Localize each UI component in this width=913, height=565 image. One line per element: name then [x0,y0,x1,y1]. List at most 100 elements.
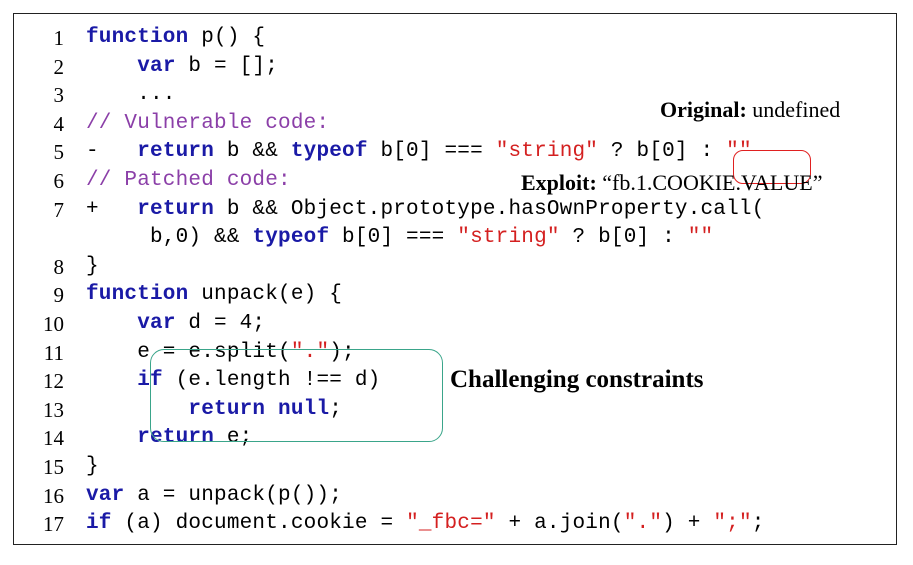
line-number: 9 [53,283,65,308]
code-token: } [86,455,99,478]
line-number: 17 [43,512,64,537]
string-token: ";" [713,512,752,536]
code-text: function p() { [86,26,265,49]
code-text: var a = unpack(p()); [86,484,342,507]
code-token: a = unpack(p()); [124,483,343,507]
string-token: "." [290,340,330,364]
code-token: (e.length !== d) [162,369,381,393]
code-token: unpack(e) { [188,283,343,307]
line-number: 12 [43,369,64,394]
line-number: 14 [43,426,64,451]
code-token: ? b[0] : [559,226,688,250]
exploit-highlight-box [733,150,811,184]
code-token: d = 4; [175,312,266,335]
code-text: var d = 4; [86,312,265,335]
exploit-label: Exploit: [521,170,597,195]
keyword-token: return [137,140,215,164]
code-token: ? b[0] : [598,140,727,164]
code-token [86,312,137,335]
code-line: 17 if (a) document.cookie = "_fbc=" + a.j… [14,510,898,538]
original-label: Original: [660,97,747,122]
code-text: // Vulnerable code: [86,112,329,135]
keyword-token: typeof [252,226,330,250]
keyword-token: return [188,397,266,421]
exploit-annotation: Exploit: “fb.1.COOKIE.VALUE” [521,170,822,196]
line-number: 8 [53,254,65,279]
code-line: b,0) && typeof b[0] === "string" ? b[0] … [14,224,898,252]
code-token: - [86,140,138,164]
keyword-token: null [278,397,330,421]
string-token: "" [687,226,714,250]
original-value: undefined [746,97,841,122]
code-line: 11 e = e.split("."); [14,339,898,367]
code-token: b = []; [175,54,279,78]
code-text: } [86,455,99,478]
code-line: 13 return null; [14,396,898,424]
line-number: 16 [43,483,64,508]
code-token: ) + [662,512,714,536]
code-line: 14 return e; [14,424,898,452]
line-number: 15 [43,455,64,479]
code-token: e = e.split( [86,340,291,364]
code-line: 4 // Vulnerable code: [14,110,898,138]
string-token: "_fbc=" [406,512,496,536]
code-text: // Patched code: [86,169,291,192]
code-token: + a.join( [495,512,624,536]
code-token: b && [214,140,291,164]
keyword-token: var [86,483,125,507]
line-number: 6 [53,169,65,193]
code-text: return null; [86,398,342,421]
code-line: 10 var d = 4; [14,310,898,338]
keyword-token: var [137,312,176,335]
original-annotation: Original: undefined [660,97,840,123]
line-number: 5 [53,140,65,165]
code-line: 2 var b = []; [14,53,898,81]
code-text: - return b && typeof b[0] === "string" ?… [86,140,752,163]
code-line: 6 // Patched code: [14,167,898,195]
constraints-highlight-box [150,349,443,442]
code-text: + return b && Object.prototype.hasOwnPro… [86,198,765,221]
constraints-annotation: Challenging constraints [450,366,704,393]
code-text: if (a) document.cookie = "_fbc=" + a.joi… [86,512,765,535]
code-text: } [86,255,99,278]
code-token [86,369,137,392]
code-token: + [86,197,138,221]
keyword-token: if [137,369,163,393]
comment-token: // Vulnerable code: [86,111,330,135]
code-token: } [86,254,99,278]
code-text: function unpack(e) { [86,283,342,306]
keyword-token: return [137,197,215,221]
code-text: b,0) && typeof b[0] === "string" ? b[0] … [86,226,713,249]
code-line: 12 if (e.length !== d) [14,367,898,395]
code-line: 8} [14,253,898,281]
keyword-token: typeof [290,140,368,164]
code-token: ; [329,397,343,421]
code-token: b[0] === [367,140,496,164]
keyword-token: var [137,54,176,78]
code-text: e = e.split("."); [86,341,355,364]
line-number: 3 [53,83,65,108]
code-line: 3 ... [14,81,898,109]
line-number: 4 [53,111,65,136]
code-line: 15} [14,453,898,481]
keyword-token: function [86,26,189,49]
exploit-value: “fb.1.COOKIE.VALUE” [596,170,823,195]
code-text: ... [86,83,176,106]
code-token: b[0] === [329,226,458,250]
keyword-token: if [86,512,112,536]
line-number: 13 [43,397,64,422]
code-text: if (e.length !== d) [86,369,380,392]
code-token: e; [214,426,253,450]
code-line: 7 + return b && Object.prototype.hasOwnPr… [14,196,898,224]
string-token: "string" [495,140,599,164]
keyword-token: function [86,283,189,307]
code-token: b && Object.prototype.hasOwnProperty.cal… [214,197,765,221]
string-token: "string" [457,226,560,250]
code-token [86,55,137,78]
code-line: 5 - return b && typeof b[0] === "string" … [14,138,898,166]
line-number: 2 [53,54,65,79]
line-number: 7 [53,197,65,222]
code-token: ); [329,340,355,364]
